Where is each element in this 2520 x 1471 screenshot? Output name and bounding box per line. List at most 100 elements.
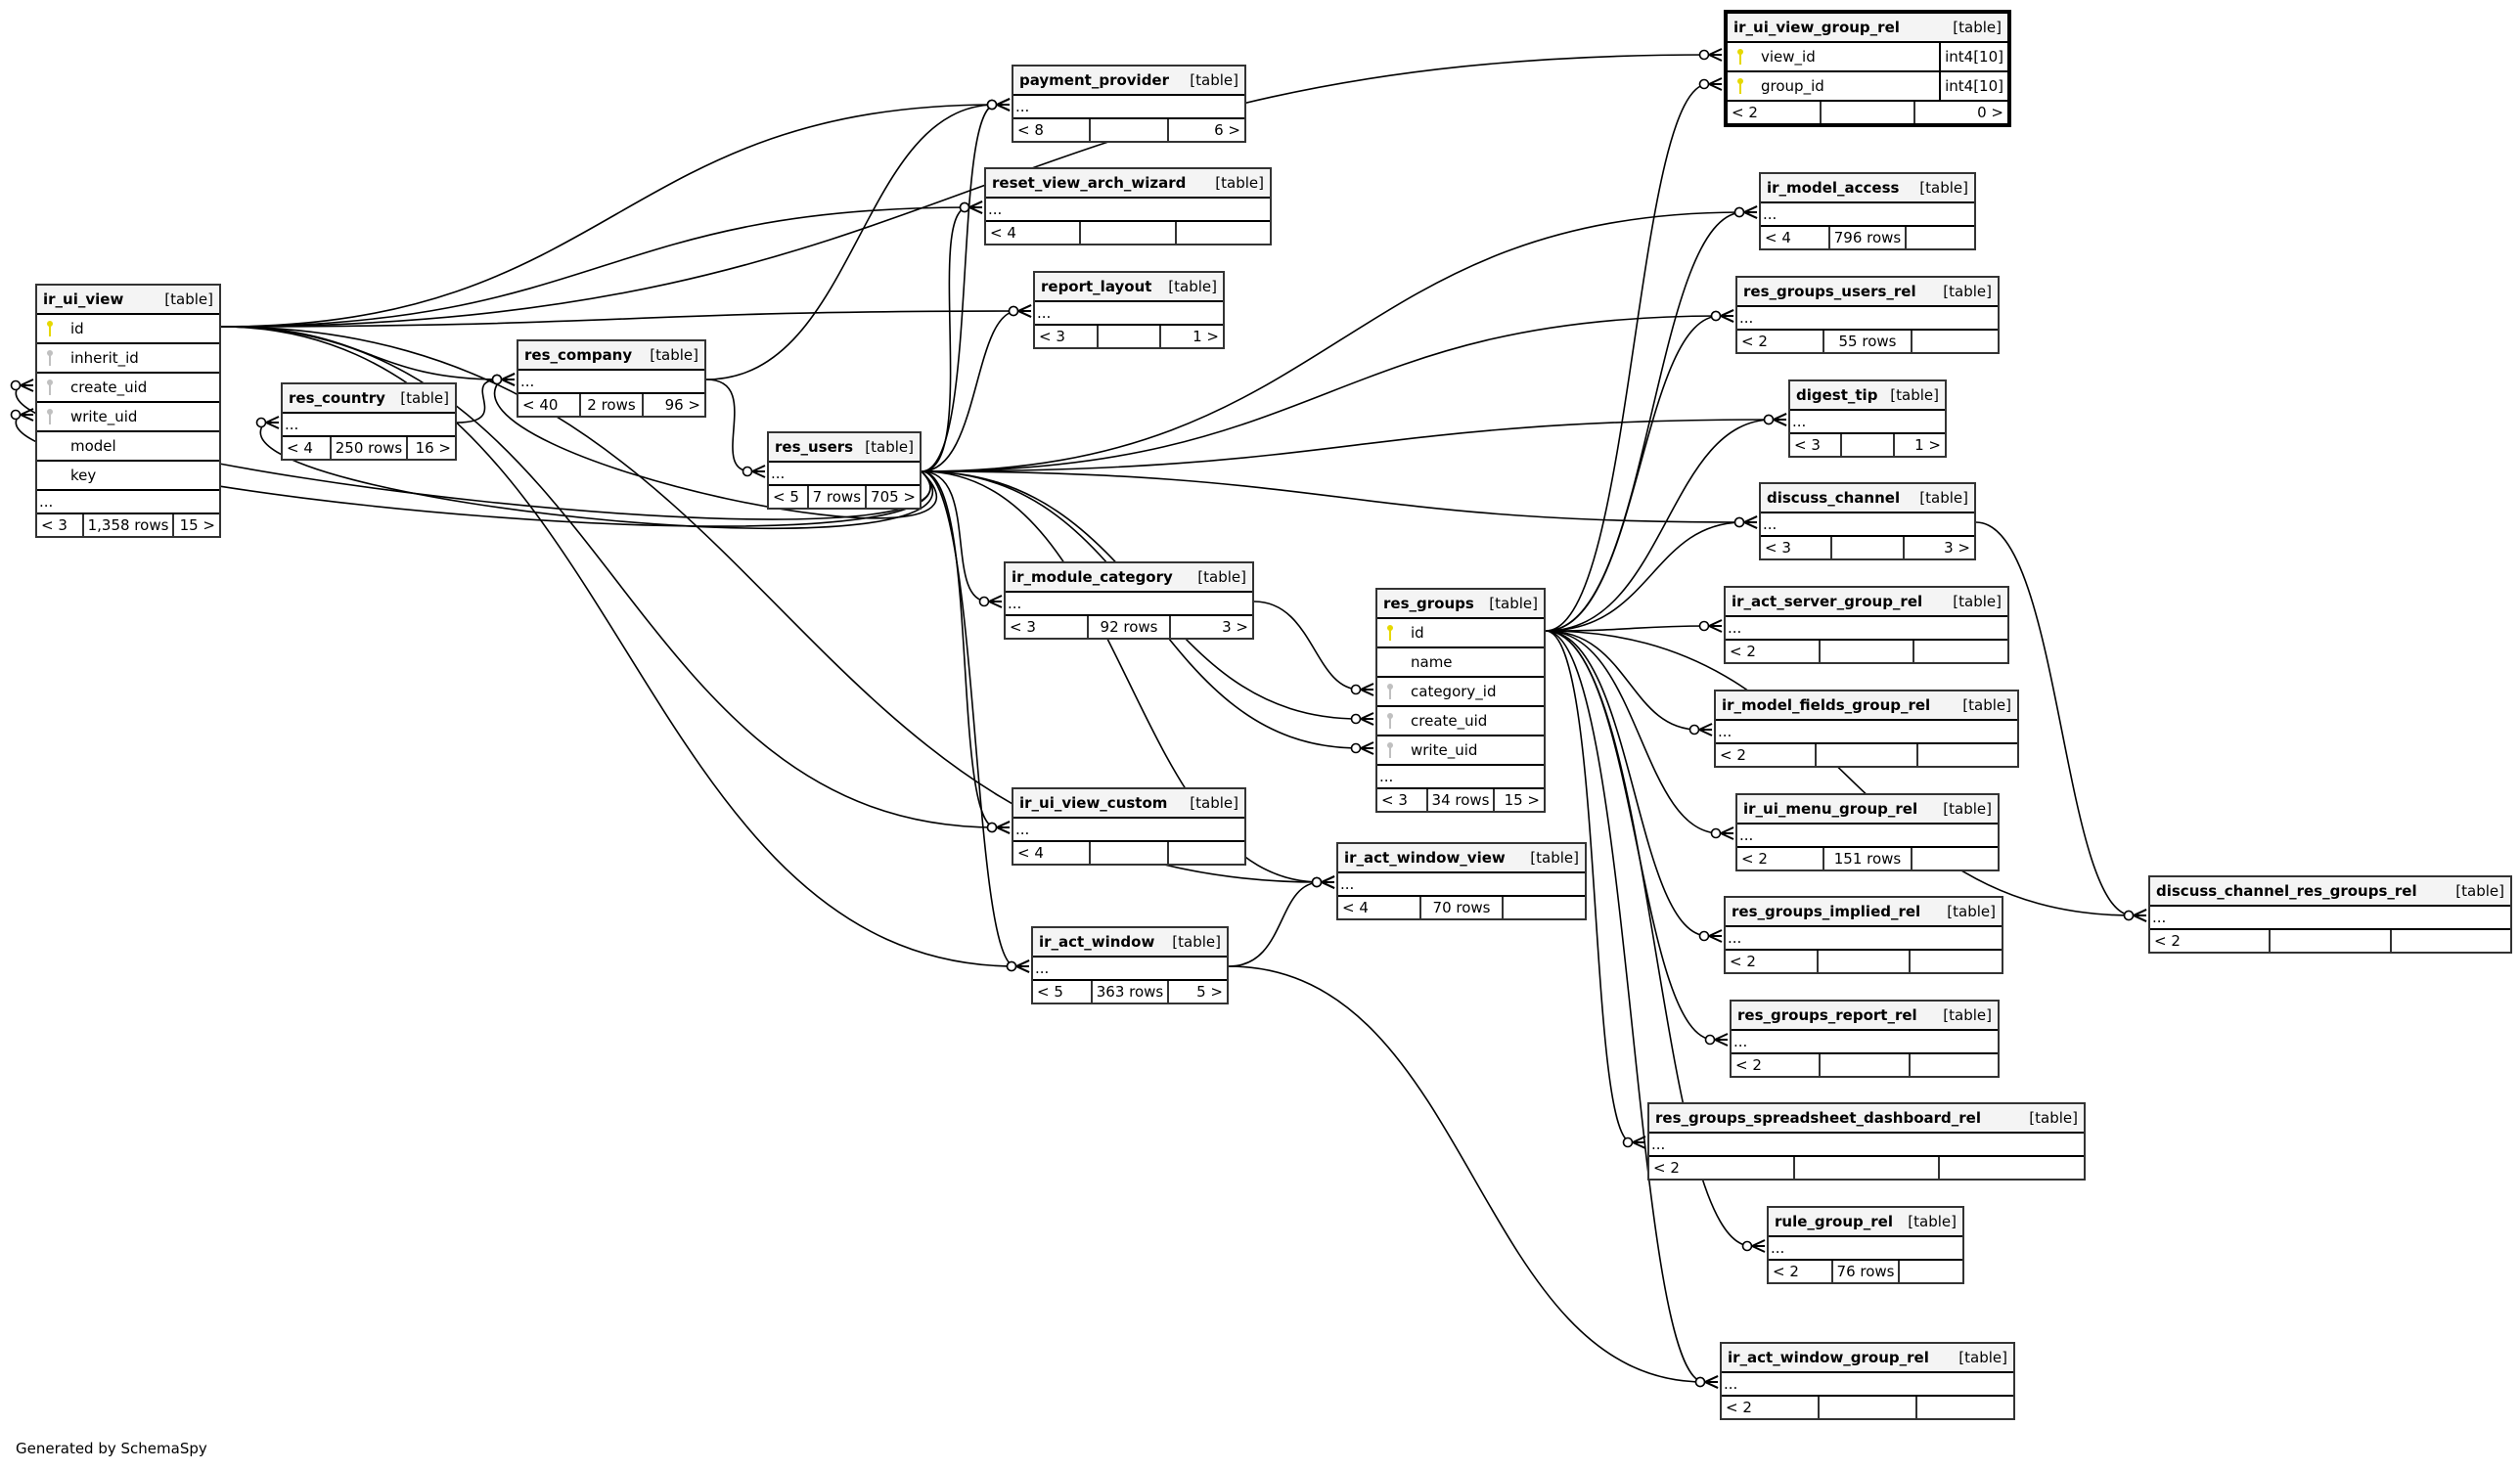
column-row[interactable]: inherit_id	[37, 344, 219, 374]
table-name[interactable]: digest_tip	[1796, 386, 1878, 404]
children-count-link[interactable]	[1905, 227, 1974, 248]
table-name[interactable]: ir_model_access	[1767, 179, 1900, 197]
table-name[interactable]: ir_ui_view_group_rel	[1733, 19, 1900, 36]
parents-count-link[interactable]: < 2	[1730, 953, 1756, 970]
column-row[interactable]: write_uid	[1377, 736, 1544, 766]
table-name[interactable]: res_groups_users_rel	[1743, 283, 1916, 300]
table-name[interactable]: report_layout	[1041, 278, 1152, 295]
table-name[interactable]: res_groups_report_rel	[1737, 1006, 1917, 1024]
table-res-groups-spreadsheet-dashboard-rel[interactable]: res_groups_spreadsheet_dashboard_rel[tab…	[1647, 1102, 2086, 1181]
children-count-link[interactable]: 705 >	[865, 486, 920, 508]
column-row[interactable]: key	[37, 462, 219, 491]
table-ir-act-server-group-rel[interactable]: ir_act_server_group_rel[table]...< 2	[1724, 586, 2009, 664]
children-count-link[interactable]: 1 >	[1892, 434, 1945, 456]
children-count-link[interactable]	[2389, 930, 2510, 952]
column-row[interactable]: name	[1377, 648, 1544, 678]
children-count-link[interactable]	[1174, 222, 1270, 244]
more-columns-ellipsis[interactable]: ...	[1761, 203, 1974, 227]
column-row[interactable]: category_id	[1377, 678, 1544, 707]
parents-count-link[interactable]: < 8	[1017, 121, 1044, 139]
column-row[interactable]: create_uid	[37, 374, 219, 403]
children-count-link[interactable]	[1910, 848, 1998, 869]
more-columns-ellipsis[interactable]: ...	[283, 414, 455, 437]
table-name[interactable]: ir_act_window	[1039, 933, 1155, 951]
table-ir-act-window-group-rel[interactable]: ir_act_window_group_rel[table]...< 2	[1720, 1342, 2015, 1420]
more-columns-ellipsis[interactable]: ...	[1377, 766, 1544, 789]
children-count-link[interactable]	[1166, 842, 1244, 864]
more-columns-ellipsis[interactable]: ...	[1035, 302, 1223, 326]
column-row[interactable]: write_uid	[37, 403, 219, 432]
children-count-link[interactable]: 1 >	[1159, 326, 1223, 347]
more-columns-ellipsis[interactable]: ...	[1013, 819, 1244, 842]
table-name[interactable]: rule_group_rel	[1775, 1213, 1893, 1230]
more-columns-ellipsis[interactable]: ...	[2150, 907, 2510, 930]
more-columns-ellipsis[interactable]: ...	[1033, 958, 1227, 981]
children-count-link[interactable]	[1910, 331, 1998, 352]
parents-count-link[interactable]: < 3	[1039, 328, 1065, 345]
more-columns-ellipsis[interactable]: ...	[1649, 1134, 2084, 1157]
table-name[interactable]: ir_act_server_group_rel	[1732, 593, 1923, 610]
more-columns-ellipsis[interactable]: ...	[37, 491, 219, 514]
more-columns-ellipsis[interactable]: ...	[1790, 411, 1945, 434]
children-count-link[interactable]: 5 >	[1167, 981, 1227, 1003]
table-ir-model-fields-group-rel[interactable]: ir_model_fields_group_rel[table]...< 2	[1714, 690, 2019, 768]
table-name[interactable]: discuss_channel	[1767, 489, 1901, 507]
table-name[interactable]: res_country	[289, 389, 385, 407]
parents-count-link[interactable]: < 2	[1720, 746, 1746, 764]
parents-count-link[interactable]: < 4	[1765, 229, 1791, 246]
table-name[interactable]: reset_view_arch_wizard	[992, 174, 1187, 192]
table-name[interactable]: res_groups_implied_rel	[1732, 903, 1921, 920]
children-count-link[interactable]	[1908, 1054, 1998, 1076]
parents-count-link[interactable]: < 2	[1741, 850, 1768, 868]
column-row[interactable]: id	[37, 315, 219, 344]
more-columns-ellipsis[interactable]: ...	[1726, 927, 2002, 951]
parents-count-link[interactable]: < 4	[1342, 899, 1369, 916]
parents-count-link[interactable]: < 2	[1773, 1263, 1799, 1280]
parents-count-link[interactable]: < 5	[1037, 983, 1063, 1001]
more-columns-ellipsis[interactable]: ...	[1716, 721, 2017, 744]
table-name[interactable]: discuss_channel_res_groups_rel	[2156, 882, 2417, 900]
parents-count-link[interactable]: < 2	[1732, 104, 1758, 121]
children-count-link[interactable]: 6 >	[1166, 119, 1244, 141]
table-name[interactable]: ir_act_window_group_rel	[1728, 1349, 1929, 1366]
table-discuss-channel-res-groups-rel[interactable]: discuss_channel_res_groups_rel[table]...…	[2148, 875, 2512, 954]
more-columns-ellipsis[interactable]: ...	[1732, 1031, 1998, 1054]
table-name[interactable]: ir_module_category	[1012, 568, 1173, 586]
more-columns-ellipsis[interactable]: ...	[1013, 96, 1244, 119]
more-columns-ellipsis[interactable]: ...	[1769, 1237, 1962, 1261]
parents-count-link[interactable]: < 2	[1653, 1159, 1680, 1177]
column-row[interactable]: id	[1377, 619, 1544, 648]
more-columns-ellipsis[interactable]: ...	[1737, 825, 1998, 848]
children-count-link[interactable]	[1915, 1397, 2013, 1418]
children-count-link[interactable]: 0 >	[1913, 102, 2007, 123]
children-count-link[interactable]	[1938, 1157, 2084, 1179]
table-name[interactable]: ir_ui_view_custom	[1019, 794, 1168, 812]
children-count-link[interactable]: 15 >	[1493, 789, 1544, 811]
parents-count-link[interactable]: < 2	[1735, 1056, 1762, 1074]
parents-count-link[interactable]: < 3	[1765, 539, 1791, 557]
children-count-link[interactable]	[1915, 744, 2017, 766]
children-count-link[interactable]: 3 >	[1902, 537, 1974, 558]
parents-count-link[interactable]: < 3	[1381, 791, 1408, 809]
children-count-link[interactable]: 16 >	[406, 437, 455, 459]
table-res-groups-report-rel[interactable]: res_groups_report_rel[table]...< 2	[1730, 1000, 2000, 1078]
children-count-link[interactable]	[1502, 897, 1585, 918]
children-count-link[interactable]: 3 >	[1169, 616, 1252, 638]
table-name[interactable]: payment_provider	[1019, 71, 1169, 89]
more-columns-ellipsis[interactable]: ...	[986, 199, 1270, 222]
parents-count-link[interactable]: < 3	[1794, 436, 1821, 454]
table-name[interactable]: ir_model_fields_group_rel	[1722, 696, 1931, 714]
